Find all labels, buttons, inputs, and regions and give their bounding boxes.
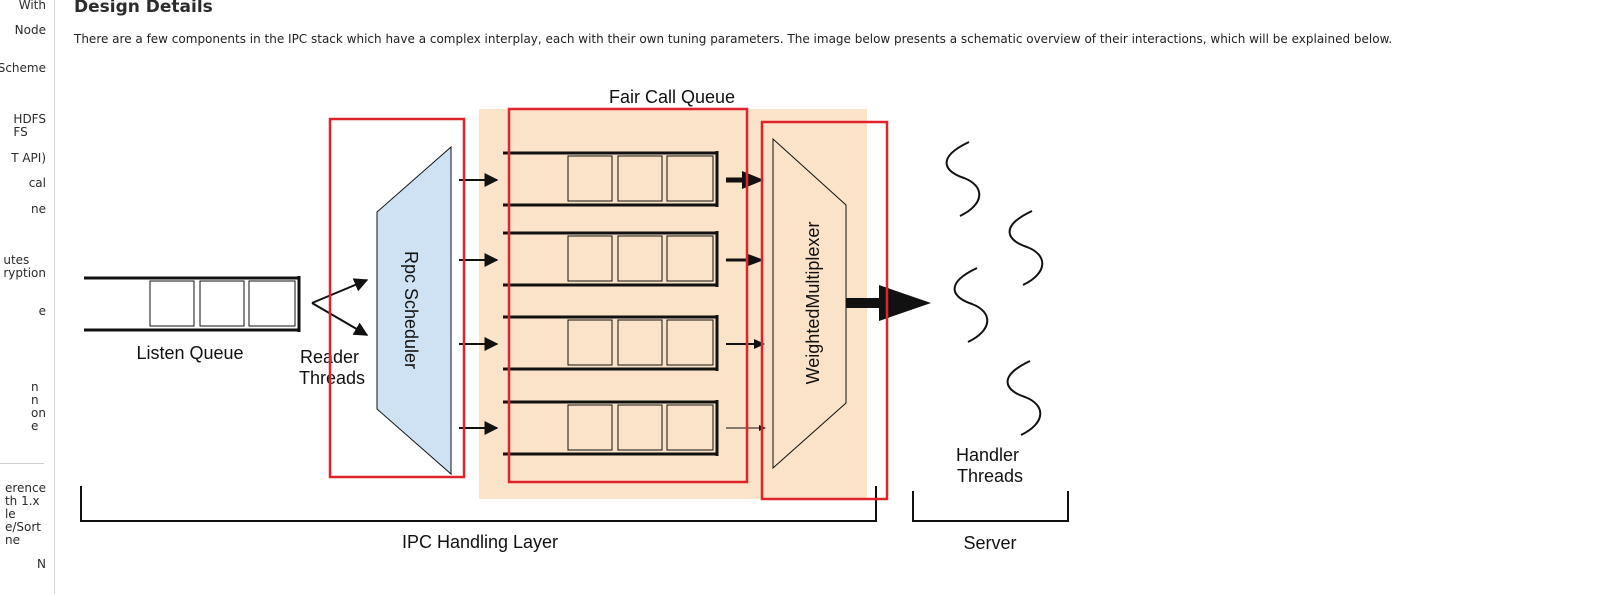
sidebar-item-with[interactable]: With [18,0,46,12]
sidebar-item-ne[interactable]: ne [31,202,46,216]
highlight-box-weighted-multiplexer [760,120,889,501]
sidebar-item-node[interactable]: Node [14,23,46,37]
highlight-box-rpc-scheduler [328,117,466,479]
handler-thread-squiggles [945,141,1044,436]
priority-queue [503,400,719,456]
page-description: There are a few components in the IPC st… [74,32,1393,46]
listen-queue-label: Listen Queue [136,343,243,363]
priority-queue [503,231,719,287]
sidebar-divider [0,463,44,464]
listen-queue [84,276,301,332]
rpc-scheduler [376,145,452,476]
scheduler-to-queue-arrows [459,173,499,435]
priority-queue [503,151,719,207]
page-title: Design Details [74,0,213,17]
priority-queue [503,315,719,371]
highlight-box-fair-call-queue [507,107,749,484]
weighted-multiplexer-label: WeightedMultiplexer [803,222,823,385]
rpc-scheduler-label: Rpc Scheduler [401,251,421,369]
output-arrow [846,285,931,321]
reader-arrows [311,278,369,336]
sidebar-item-cal[interactable]: cal [28,176,46,190]
server-bracket [912,491,1069,522]
sidebar-item-api[interactable]: T API) [11,151,46,165]
reader-threads-label: Reader Threads [299,347,365,388]
server-label: Server [963,533,1016,553]
ipc-handling-layer-bracket [80,486,877,522]
sidebar-item-scheme[interactable]: Scheme [0,61,46,75]
sidebar-item-e[interactable]: e [38,304,46,318]
weighted-multiplexer [772,137,847,470]
fair-call-queue-label: Fair Call Queue [609,87,735,107]
sidebar-item-n[interactable]: N [37,557,46,571]
ipc-handling-layer-label: IPC Handling Layer [402,532,558,552]
handler-threads-label: Handler Threads [956,445,1024,486]
